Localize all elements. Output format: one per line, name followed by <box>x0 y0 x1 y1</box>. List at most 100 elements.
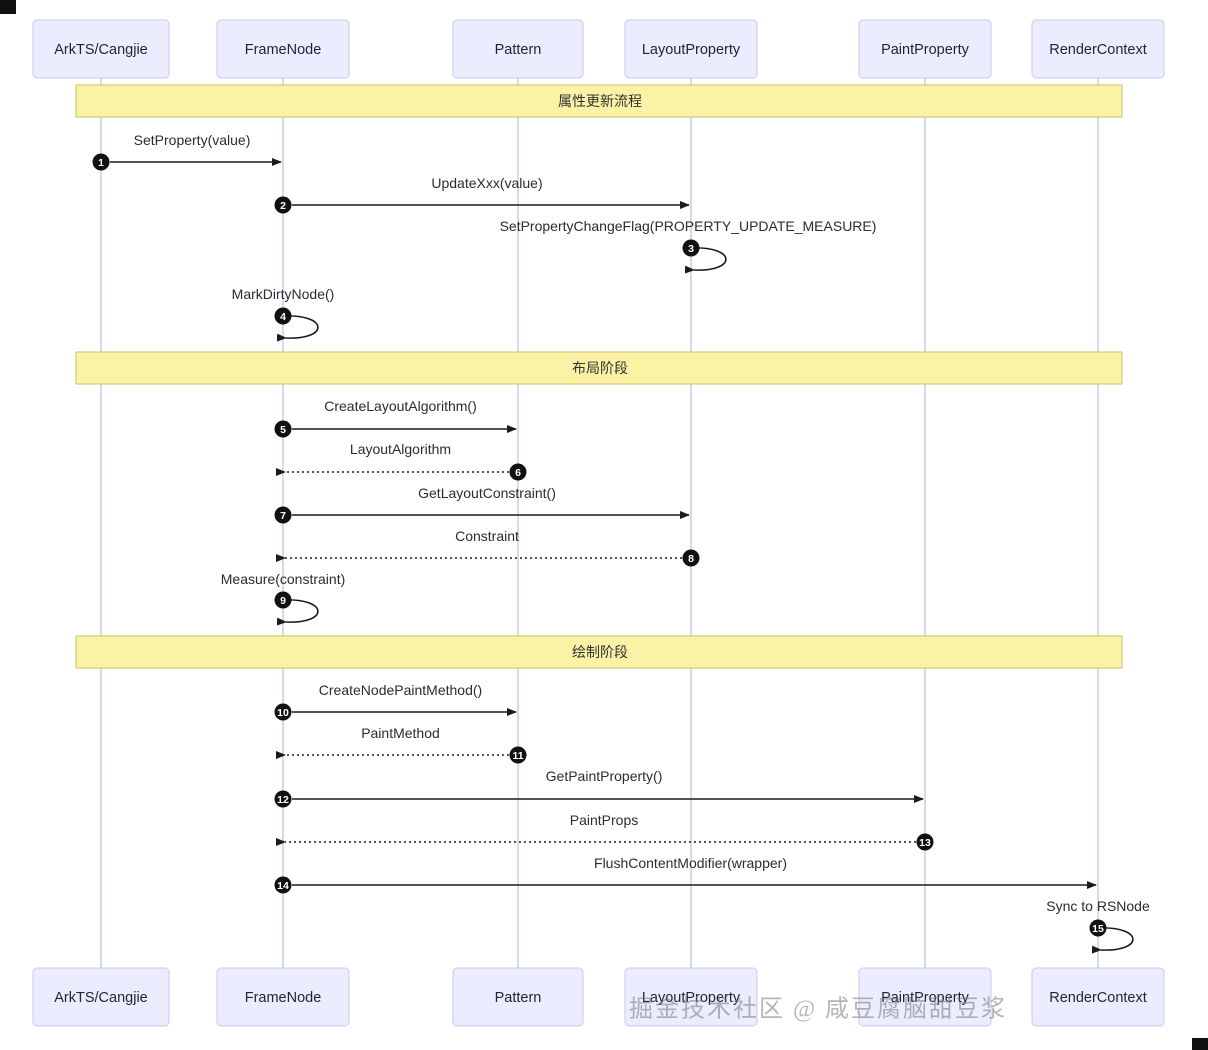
message-7: GetLayoutConstraint() 7 <box>274 485 690 524</box>
participant-label-bottom-render: RenderContext <box>1049 990 1147 1006</box>
message-11: PaintMethod 11 <box>276 725 527 764</box>
message-badge-number-8: 8 <box>688 553 694 565</box>
participant-label-top-layout: LayoutProperty <box>642 42 741 58</box>
participant-label-bottom-paint: PaintProperty <box>881 990 970 1006</box>
message-badge-13 <box>916 833 934 851</box>
section-band-sec-3 <box>75 635 1123 669</box>
message-14: FlushContentModifier(wrapper) 14 <box>274 855 1097 894</box>
message-label-1: SetProperty(value) <box>134 132 251 148</box>
participant-label-bottom-pattern: Pattern <box>495 990 542 1006</box>
participant-box-bottom-paint <box>858 967 992 1027</box>
message-12: GetPaintProperty()12 <box>274 768 924 808</box>
participant-box-top-render <box>1031 19 1165 79</box>
message-badge-7 <box>274 506 292 524</box>
message-badge-4 <box>274 307 292 325</box>
message-3: SetPropertyChangeFlag(PROPERTY_UPDATE_ME… <box>500 218 877 274</box>
message-badge-15 <box>1089 919 1107 937</box>
message-badge-number-5: 5 <box>280 424 286 436</box>
message-label-3: SetPropertyChangeFlag(PROPERTY_UPDATE_ME… <box>500 218 877 234</box>
message-badge-11 <box>509 746 527 764</box>
message-8: Constraint 8 <box>276 528 700 567</box>
message-label-4: MarkDirtyNode() <box>232 286 335 302</box>
message-badge-number-2: 2 <box>280 200 286 212</box>
section-title-sec-1: 属性更新流程 <box>558 93 642 109</box>
message-badge-number-3: 3 <box>688 243 694 255</box>
message-badge-number-9: 9 <box>280 595 286 607</box>
message-badge-9 <box>274 591 292 609</box>
message-1: SetProperty(value) 1 <box>92 132 282 171</box>
corner-marker-bottom-right <box>1192 1038 1208 1050</box>
message-selfloop-9 <box>276 599 319 626</box>
message-10: CreateNodePaintMethod() 10 <box>274 682 517 721</box>
participant-box-top-paint <box>858 19 992 79</box>
message-selfloop-3 <box>684 247 727 274</box>
participant-label-top-pattern: Pattern <box>495 42 542 58</box>
message-badge-6 <box>509 463 527 481</box>
participant-box-top-pattern <box>452 19 584 79</box>
message-label-8: Constraint <box>455 528 519 544</box>
participant-box-bottom-pattern <box>452 967 584 1027</box>
participant-box-top-frame <box>216 19 350 79</box>
message-label-2: UpdateXxx(value) <box>431 175 542 191</box>
message-label-11: PaintMethod <box>361 725 440 741</box>
participants-bottom-group: ArkTS/Cangjie FrameNode Pattern LayoutPrope… <box>32 967 1165 1027</box>
lifelines-group <box>100 78 1099 968</box>
message-badge-1 <box>92 153 110 171</box>
message-13: PaintProps 13 <box>276 812 934 851</box>
section-title-sec-2: 布局阶段 <box>572 360 628 376</box>
participant-label-top-arkts: ArkTS/Cangjie <box>54 42 147 58</box>
message-badge-8 <box>682 549 700 567</box>
message-badge-number-1: 1 <box>98 157 104 169</box>
message-selfloop-15 <box>1091 927 1134 954</box>
message-badge-10 <box>274 703 292 721</box>
message-badge-2 <box>274 196 292 214</box>
message-4: MarkDirtyNode() 4 <box>232 286 335 342</box>
participant-label-bottom-arkts: ArkTS/Cangjie <box>54 990 147 1006</box>
message-selfloop-4 <box>276 315 319 342</box>
message-badge-3 <box>682 239 700 257</box>
message-label-9: Measure(constraint) <box>221 571 346 587</box>
message-badge-12 <box>274 790 292 808</box>
message-badge-number-4: 4 <box>280 311 286 323</box>
participant-label-bottom-frame: FrameNode <box>245 990 322 1006</box>
message-label-10: CreateNodePaintMethod() <box>319 682 482 698</box>
message-label-5: CreateLayoutAlgorithm() <box>324 398 477 414</box>
message-badge-number-14: 14 <box>277 880 289 892</box>
participant-box-bottom-frame <box>216 967 350 1027</box>
message-badge-number-6: 6 <box>515 467 521 479</box>
message-15: Sync to RSNode 15 <box>1046 898 1150 954</box>
message-badge-number-10: 10 <box>277 707 289 719</box>
message-label-13: PaintProps <box>570 812 638 828</box>
message-badge-14 <box>274 876 292 894</box>
participant-box-bottom-layout <box>624 967 758 1027</box>
participant-box-top-layout <box>624 19 758 79</box>
message-badge-number-12: 12 <box>277 794 289 806</box>
message-6: LayoutAlgorithm 6 <box>276 441 527 481</box>
message-label-14: FlushContentModifier(wrapper) <box>594 855 787 871</box>
participant-label-top-frame: FrameNode <box>245 42 322 58</box>
section-band-sec-2 <box>75 351 1123 385</box>
message-2: UpdateXxx(value) 2 <box>274 175 690 214</box>
message-badge-number-13: 13 <box>919 837 931 849</box>
message-label-6: LayoutAlgorithm <box>350 441 451 457</box>
corner-marker-top-left <box>0 0 16 14</box>
participant-box-bottom-render <box>1031 967 1165 1027</box>
message-9: Measure(constraint) 9 <box>221 571 346 626</box>
participant-box-top-arkts <box>32 19 170 79</box>
message-badge-number-11: 11 <box>512 750 523 762</box>
section-band-sec-1 <box>75 84 1123 118</box>
participant-label-bottom-layout: LayoutProperty <box>642 990 741 1006</box>
participant-label-top-paint: PaintProperty <box>881 42 970 58</box>
section-title-sec-3: 绘制阶段 <box>572 644 628 660</box>
message-label-15: Sync to RSNode <box>1046 898 1150 914</box>
message-badge-number-7: 7 <box>280 510 286 522</box>
message-5: CreateLayoutAlgorithm() 5 <box>274 398 517 438</box>
messages-group: SetProperty(value)1UpdateXxx(value)2SetP… <box>92 132 1150 954</box>
message-label-7: GetLayoutConstraint() <box>418 485 556 501</box>
participants-top-group: ArkTS/Cangjie FrameNode Pattern LayoutPrope… <box>32 19 1165 79</box>
message-badge-5 <box>274 420 292 438</box>
message-badge-number-15: 15 <box>1092 923 1104 935</box>
participant-box-bottom-arkts <box>32 967 170 1027</box>
